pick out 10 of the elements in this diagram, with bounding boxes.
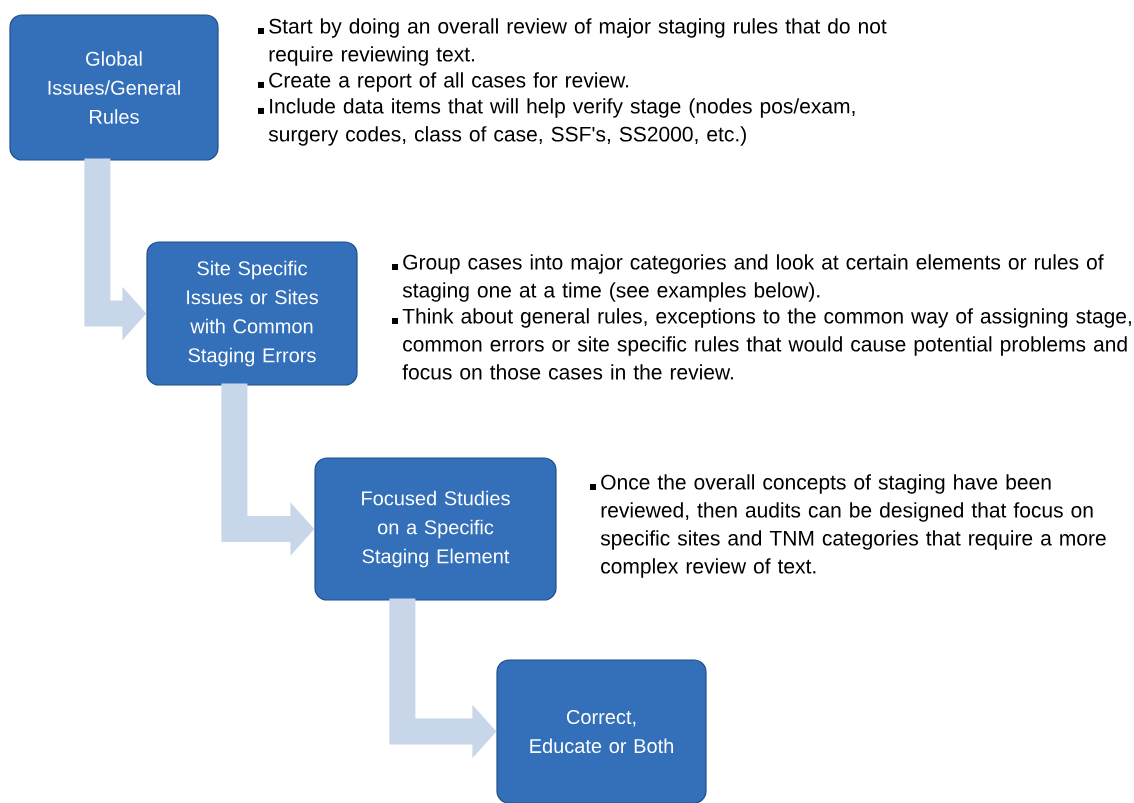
bullet-text: Think about general rules, exceptions to the common way of assigning stage, common errors or site specific rules that would cause potential problems and focus on those cases in the review. (392, 308, 1131, 380)
bullet-text: Include data items that will help verify stage (nodes pos/exam, surgery codes, class of case, SSF's, SS2000, etc.) (258, 98, 855, 146)
bullet-text: Group cases into major categories and look at certain elements or rules of staging one at a time (see examples below). (392, 254, 1104, 302)
bullet-text: Once the overall concepts of staging have been reviewed, then audits can be designed that focus on specific sites and TNM categories that require a more complex review of text. (590, 474, 1106, 578)
process-box: Site Specific Issues or Sites with Common Staging Errors (146, 241, 358, 386)
process-box: Global Issues/General Rules (9, 14, 219, 161)
bullet-text: Create a report of all cases for review. (258, 72, 629, 92)
process-box: Correct, Educate or Both (496, 659, 707, 803)
process-box: Focused Studies on a Specific Staging Element (314, 457, 557, 601)
bullet-text: Start by doing an overall review of major staging rules that do not require reviewing text. (258, 18, 887, 66)
